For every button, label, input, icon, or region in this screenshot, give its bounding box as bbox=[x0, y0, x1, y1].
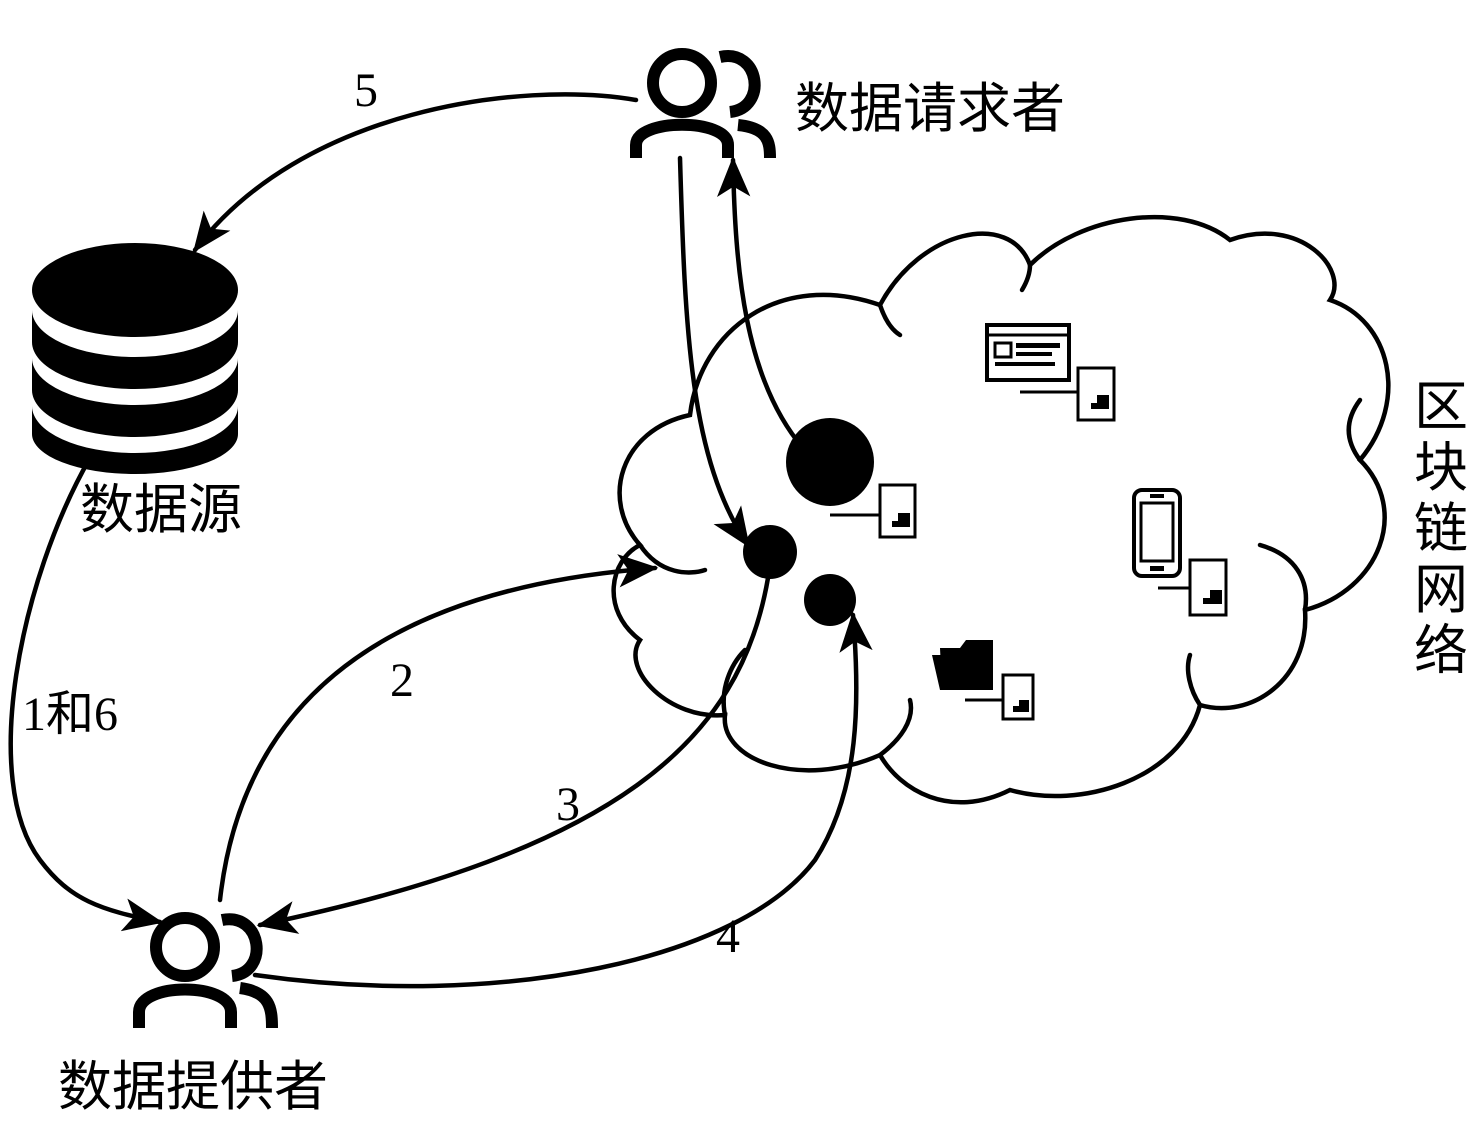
desktop-icon bbox=[985, 323, 1116, 422]
arrow-1-and-6 bbox=[8, 455, 164, 932]
blockchain-cloud-icon bbox=[611, 214, 1391, 805]
node-icon bbox=[743, 525, 797, 579]
svg-text:区块链网络: 区块链网络 bbox=[1414, 377, 1468, 681]
arrow-network-to-requester bbox=[717, 156, 806, 451]
edge-label-2: 2 bbox=[390, 654, 414, 707]
large-node-icon bbox=[786, 418, 874, 506]
requester-label: 数据请求者 bbox=[795, 79, 1065, 139]
provider-label: 数据提供者 bbox=[58, 1057, 328, 1117]
network-label-char: 区 bbox=[1414, 377, 1468, 437]
network-label-char: 链 bbox=[1414, 499, 1468, 559]
provider-users-icon bbox=[133, 912, 278, 1029]
network-nodes bbox=[743, 418, 917, 626]
arrow-2 bbox=[217, 554, 659, 903]
database-icon bbox=[32, 243, 238, 474]
smartphone-icon bbox=[1132, 488, 1228, 617]
source-label: 数据源 bbox=[80, 480, 242, 540]
edge-label-3: 3 bbox=[556, 778, 580, 831]
edge-label-4: 4 bbox=[716, 910, 740, 963]
flow-arrows bbox=[8, 92, 873, 989]
arrow-3 bbox=[256, 575, 771, 934]
network-label-char: 块 bbox=[1414, 438, 1468, 498]
ledger-icon bbox=[878, 483, 917, 539]
network-label-char: 网 bbox=[1414, 560, 1468, 620]
folder-icon bbox=[932, 640, 1035, 721]
arrow-4 bbox=[252, 611, 873, 989]
network-label-char: 络 bbox=[1414, 621, 1468, 681]
edge-label-1-and-6: 1和6 bbox=[22, 688, 118, 741]
arrow-5 bbox=[192, 92, 639, 253]
node-icon bbox=[804, 574, 856, 626]
network-label: 区块链网络 bbox=[1414, 377, 1468, 681]
edge-label-5: 5 bbox=[354, 64, 378, 117]
arrow-request-to-network bbox=[677, 155, 751, 548]
requester-users-icon bbox=[630, 48, 776, 159]
